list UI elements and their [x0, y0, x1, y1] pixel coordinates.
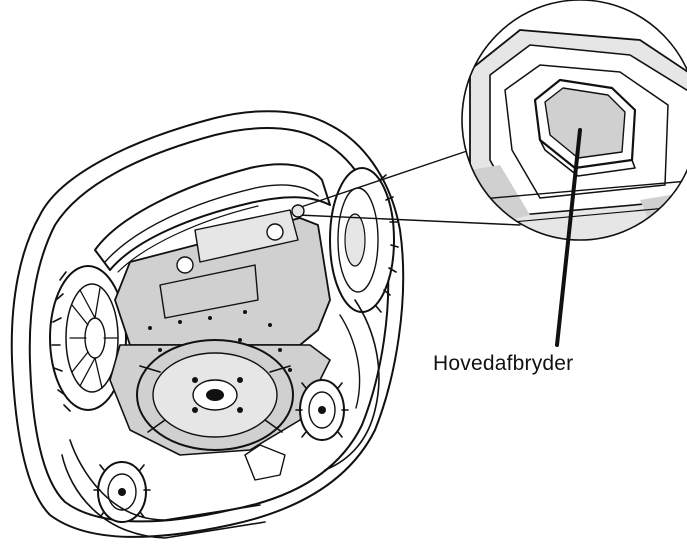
wheel-icon	[93, 461, 151, 523]
front-bumper	[94, 163, 331, 271]
blade-disc	[136, 339, 294, 451]
main-switch-label: Hovedafbryder	[433, 352, 574, 375]
wheel-icon	[295, 379, 349, 441]
outer-shell-inner-rim	[28, 127, 390, 523]
wheel-icon	[49, 265, 127, 412]
magnified-switch-view	[462, 0, 687, 240]
zoom-line-bottom	[297, 214, 521, 226]
main-switch-icon	[533, 78, 637, 177]
zoom-line-top	[297, 149, 471, 209]
leader-line	[555, 128, 582, 347]
outer-shell	[10, 110, 405, 538]
magnifier-circle	[461, 0, 687, 241]
